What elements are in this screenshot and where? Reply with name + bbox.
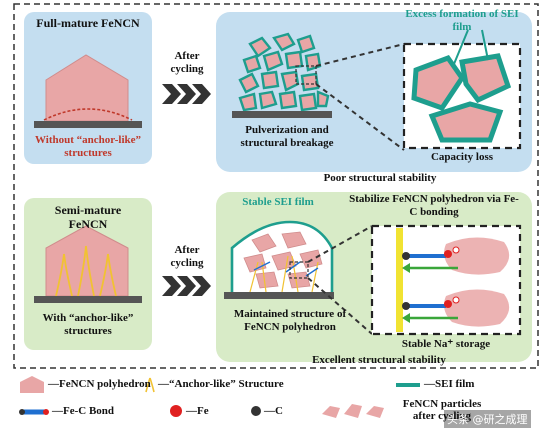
zoom-box-bottom (289, 261, 309, 279)
stabilize-note: Stabilize FeNCN polyhedron via Fe-C bond… (349, 193, 519, 218)
pulverized-particles (238, 32, 330, 112)
sei-excess-callout: Excess formation of SEI film (405, 8, 519, 33)
capacity-loss-label: Capacity loss (430, 151, 494, 163)
zoom-box-top (295, 65, 317, 85)
maintained-anchors (249, 255, 319, 293)
legend-bond-icon (19, 409, 49, 415)
pulverization-caption: Pulverization and structural breakage (240, 124, 334, 149)
substrate-top-left (34, 121, 142, 128)
legend-anchor-label: —“Anchor-like” Structure (158, 378, 284, 390)
zoom-line-top-1 (315, 43, 405, 67)
full-mature-polyhedron (43, 54, 133, 122)
zoom-line-top-2 (315, 83, 405, 151)
legend-polyhedron-label: —FeNCN polyhedron (48, 378, 151, 390)
cycling-arrows-top (162, 84, 211, 104)
legend-polyhedron-icon (20, 376, 44, 393)
without-anchor-caption: Without “anchor-like” structures (34, 134, 142, 159)
anchor-bar-zoomed (396, 228, 403, 332)
sei-pointer-2 (481, 29, 489, 61)
watermark: 头条 @研之成理 (444, 410, 531, 428)
legend-particles-icon (322, 404, 384, 418)
after-cycling-bottom: After cycling (170, 244, 204, 269)
legend-bond-label: —Fe-C Bond (52, 405, 115, 417)
with-anchor-caption: With “anchor-like” structures (42, 312, 134, 337)
outer-dashed-frame (13, 3, 539, 369)
poor-stability-label: Poor structural stability (323, 172, 437, 184)
stable-na-label: Stable Na⁺ storage (401, 338, 491, 350)
after-cycling-top: After cycling (170, 50, 204, 75)
maintained-caption: Maintained structure of FeNCN polyhedron (233, 308, 347, 333)
semi-mature-title: Semi-mature FeNCN (54, 203, 122, 231)
full-mature-title: Full-mature FeNCN (36, 16, 140, 30)
legend-c-icon (251, 406, 261, 416)
stable-sei-label: Stable SEI film (242, 196, 314, 208)
legend-anchor-icon (145, 377, 155, 393)
zoomed-particle-upper (402, 237, 510, 275)
substrate-bottom-left (34, 296, 142, 303)
zoomed-particles-sei (411, 53, 512, 143)
legend-c-label: —C (264, 405, 283, 417)
excellent-stability-label: Excellent structural stability (312, 354, 446, 366)
legend-sei-label: —SEI film (424, 378, 475, 390)
substrate-bottom-right (224, 292, 334, 299)
maintained-particles (243, 231, 323, 289)
cycling-arrows-bottom (162, 276, 211, 296)
substrate-top-right (232, 111, 332, 118)
legend-particles-label: FeNCN particles after cycling (402, 398, 482, 423)
zoomed-particle-lower (402, 289, 510, 327)
sei-pointer-1 (453, 29, 469, 65)
anchor-structures (55, 245, 117, 297)
legend-fe-label: —Fe (186, 405, 209, 417)
legend-fe-icon (170, 405, 182, 417)
zoom-line-bottom-1 (307, 225, 373, 263)
